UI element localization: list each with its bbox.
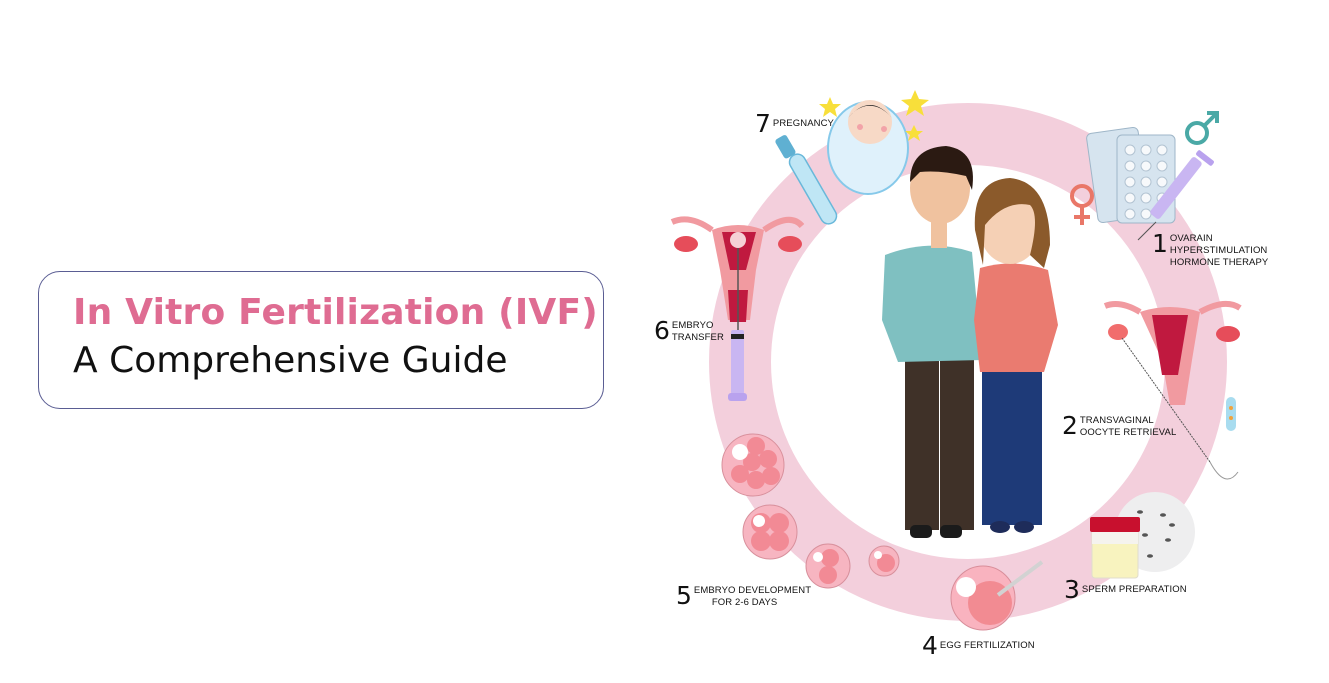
specimen-cup-icon [1090,517,1140,579]
step-5-line1: Embryo Development [693,585,812,596]
embryo-transfer-uterus-icon [670,216,805,330]
step-5-label: 5 Embryo Development for 2-6 Days [676,581,812,610]
step-4-number: 4 [922,631,938,660]
egg-cell-injection-icon [950,560,1044,631]
step-4-label: 4 Egg Fertilization [922,631,1035,660]
step-1-line3: Hormone Therapy [1169,257,1269,268]
uterus-icon [1103,300,1242,405]
star-icon [819,90,929,141]
step-7-line1: Pregnancy [772,118,834,129]
pill-blister-pack-icon [1086,126,1176,224]
syringe-icon [1137,150,1214,241]
step-1-number: 1 [1152,229,1168,258]
step-6-line1: Embryo [671,320,714,331]
step-1-line2: Hyperstimulation [1169,245,1268,256]
female-symbol-icon [1070,184,1094,225]
couple-illustration [882,146,1058,538]
step-7-label: 7 Pregnancy [755,109,834,138]
page-title: In Vitro Fertilization (IVF) [73,292,598,333]
step-2-number: 2 [1062,411,1078,440]
baby-icon [827,100,909,195]
needle-icon [1121,337,1239,480]
male-symbol-icon [1185,111,1219,145]
syringe-icon [728,330,747,401]
step-3-number: 3 [1064,575,1080,604]
step-5-line2: for 2-6 Days [711,597,778,608]
step-6-label: 6 Embryo Transfer [654,316,724,345]
step-1-line1: Ovarain [1169,233,1213,244]
page-subtitle: A Comprehensive Guide [73,340,508,381]
step-3-label: 3 Sperm Preparation [1064,575,1187,604]
step-2-line1: Transvaginal [1079,415,1154,426]
step-6-number: 6 [654,316,670,345]
pregnancy-test-icon [775,135,838,225]
step-2-label: 2 Transvaginal Oocyte Retrieval [1062,411,1177,440]
test-tube-icon [1226,397,1236,431]
title-card: In Vitro Fertilization (IVF) A Comprehen… [38,271,604,409]
embryo-cell-stages-icon [721,433,900,589]
step-1-label: 1 Ovarain Hyperstimulation Hormone Thera… [1152,229,1269,269]
step-2-line2: Oocyte Retrieval [1079,427,1177,438]
step-3-line1: Sperm Preparation [1081,584,1187,595]
step-4-line1: Egg Fertilization [939,640,1035,651]
step-7-number: 7 [755,109,771,138]
step-6-line2: Transfer [671,332,724,343]
step-5-number: 5 [676,581,692,610]
